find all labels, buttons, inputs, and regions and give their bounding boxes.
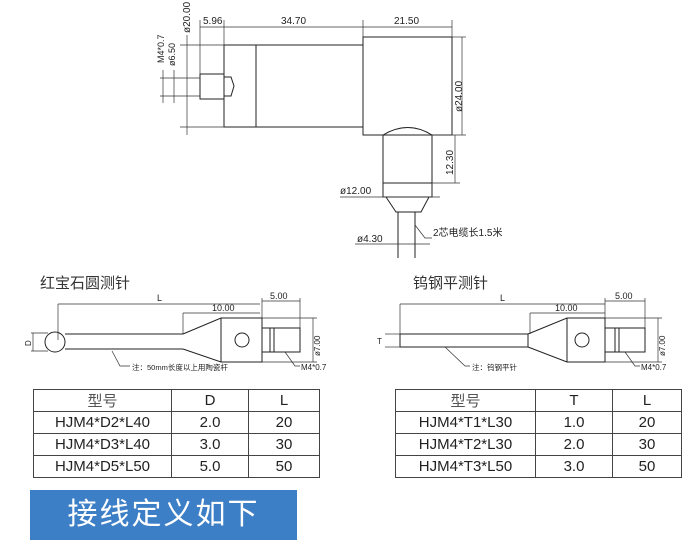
- cell-model: HJM4*D5*L50: [33, 455, 172, 478]
- cell-L: 50: [248, 455, 320, 478]
- tungsten-dim-dia-7: ø7.00: [658, 335, 667, 356]
- ruby-probe-title: 红宝石圆测针: [40, 274, 131, 292]
- header-L: L: [612, 389, 682, 412]
- tungsten-dim-T: T: [377, 337, 382, 346]
- dim-21-50: 21.50: [394, 16, 419, 27]
- header-T: T: [535, 389, 613, 412]
- tungsten-probe-title: 钨钢平测针: [413, 274, 489, 292]
- cell-model: HJM4*T1*L30: [395, 411, 536, 434]
- ruby-dim-L: L: [157, 293, 162, 303]
- cell-D: 2.0: [171, 411, 249, 434]
- dim-34-70: 34.70: [281, 16, 306, 27]
- header-model: 型号: [395, 389, 536, 412]
- wiring-definition-banner: 接线定义如下: [30, 490, 297, 540]
- table-header: 型号 D L: [33, 389, 320, 412]
- cell-D: 5.0: [171, 455, 249, 478]
- cell-D: 3.0: [171, 433, 249, 456]
- cell-L: 20: [248, 411, 320, 434]
- ruby-note: 注：50mm长度以上用陶瓷杆: [132, 362, 228, 372]
- ruby-dim-10: 10.00: [212, 303, 235, 313]
- tungsten-dim-10: 10.00: [555, 303, 578, 313]
- dim-dia-20: ø20.00: [182, 1, 193, 33]
- ruby-dim-D: D: [24, 340, 33, 346]
- cell-L: 30: [248, 433, 320, 456]
- cell-model: HJM4*T3*L50: [395, 455, 536, 478]
- cell-T: 1.0: [535, 411, 613, 434]
- header-model: 型号: [33, 389, 172, 412]
- header-L: L: [248, 389, 320, 412]
- dim-12-30: 12.30: [445, 150, 456, 175]
- tungsten-dim-5: 5.00: [615, 291, 633, 301]
- ruby-probe-drawing: L 10.00 5.00 D ø7.00 注：50mm长度以上用陶瓷杆 M4*0…: [24, 291, 327, 372]
- cell-L: 30: [612, 433, 682, 456]
- cell-model: HJM4*D3*L40: [33, 433, 172, 456]
- tungsten-thread: M4*0.7: [641, 363, 667, 372]
- cell-T: 2.0: [535, 433, 613, 456]
- cell-model: HJM4*T2*L30: [395, 433, 536, 456]
- dim-dia-24: ø24.00: [454, 80, 465, 112]
- dim-dia-12: ø12.00: [340, 186, 372, 197]
- ruby-dim-5: 5.00: [270, 291, 288, 301]
- dim-5-96: 5.96: [203, 16, 223, 27]
- dim-m4-thread: M4*0.7: [156, 34, 166, 63]
- cell-model: HJM4*D2*L40: [33, 411, 172, 434]
- table-header: 型号 T L: [395, 389, 682, 412]
- dim-dia-4-30: ø4.30: [357, 234, 383, 245]
- cell-L: 50: [612, 455, 682, 478]
- dim-dia-6-50: ø6.50: [167, 43, 177, 66]
- tungsten-note: 注：钨钢平针: [472, 362, 517, 372]
- tungsten-probe-drawing: L 10.00 5.00 T ø7.00 注：钨钢平针 M4*0.7: [377, 291, 667, 372]
- sensor-drawing: 5.96 34.70 21.50 ø20.00 M4*0.7 ø6.50 ø24…: [156, 1, 502, 258]
- ruby-dim-dia-7: ø7.00: [313, 335, 322, 356]
- header-D: D: [171, 389, 249, 412]
- cable-note: 2芯电缆长1.5米: [433, 226, 502, 239]
- cell-T: 3.0: [535, 455, 613, 478]
- ruby-thread: M4*0.7: [301, 363, 327, 372]
- cell-L: 20: [612, 411, 682, 434]
- tungsten-dim-L: L: [500, 293, 505, 303]
